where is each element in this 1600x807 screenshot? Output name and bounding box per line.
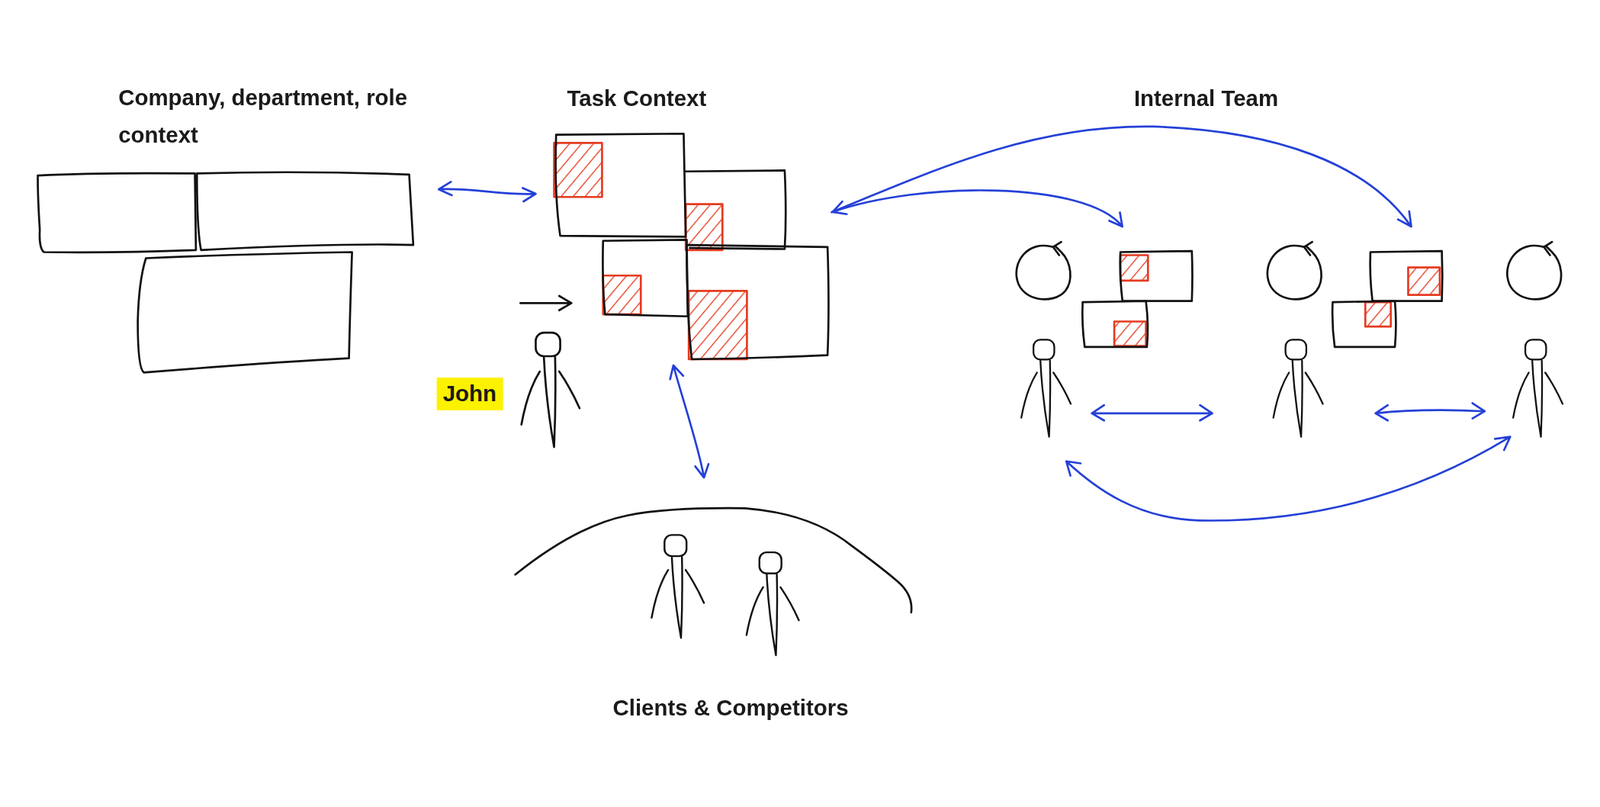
person-figure xyxy=(1273,339,1324,437)
hatched-area xyxy=(1120,255,1148,281)
hatched-area xyxy=(554,142,603,197)
person-figure xyxy=(1021,339,1071,437)
hatched-area xyxy=(685,204,723,251)
task-box xyxy=(1370,250,1443,302)
relation-arrow xyxy=(438,181,536,202)
task-boxes xyxy=(554,132,830,360)
team-arrow xyxy=(1066,436,1511,521)
team-arrow xyxy=(1375,403,1485,421)
hatched-area xyxy=(688,290,747,360)
thought-loop xyxy=(1506,241,1562,299)
task-box xyxy=(685,170,786,249)
context-box xyxy=(196,172,414,251)
task-box xyxy=(1332,301,1396,347)
group-heading: Internal Team xyxy=(1053,79,1360,118)
person-name-tag: John xyxy=(436,377,503,411)
person-figure xyxy=(651,534,704,638)
context-box xyxy=(38,173,196,253)
person-figure xyxy=(1513,339,1563,437)
team-link-arrow xyxy=(831,126,1411,227)
relation-arrow xyxy=(670,365,709,478)
person-figure xyxy=(521,332,580,447)
task-box xyxy=(1082,301,1148,347)
task-box xyxy=(602,239,688,316)
company-context-group: Company, department, role context xyxy=(35,168,414,378)
team-arrow xyxy=(1092,404,1213,421)
group-heading: Company, department, role context xyxy=(118,78,415,155)
thought-loop xyxy=(1267,241,1322,299)
task-box xyxy=(555,133,687,237)
thought-loop xyxy=(1016,241,1071,299)
hatched-area xyxy=(1365,302,1391,327)
market-outline xyxy=(515,507,912,613)
company-boxes xyxy=(35,168,414,378)
focus-arrow xyxy=(520,295,572,311)
team-figures xyxy=(1015,244,1562,439)
context-box xyxy=(138,251,353,373)
group-heading: Task Context xyxy=(483,79,790,118)
hatched-area xyxy=(1114,321,1146,346)
hatched-area xyxy=(1407,267,1440,296)
hatched-area xyxy=(603,275,642,315)
task-context-group: Task Context xyxy=(554,132,830,360)
team-arrows xyxy=(1066,403,1511,521)
task-box xyxy=(1120,250,1193,302)
relation-arrow xyxy=(832,190,1123,228)
clients-group: Clients & Competitors xyxy=(515,504,914,659)
internal-team-group: Internal Team xyxy=(1015,244,1562,439)
person-figure xyxy=(746,552,800,656)
task-box xyxy=(686,244,829,360)
market-arc xyxy=(515,504,914,659)
group-heading: Clients & Competitors xyxy=(577,688,884,727)
